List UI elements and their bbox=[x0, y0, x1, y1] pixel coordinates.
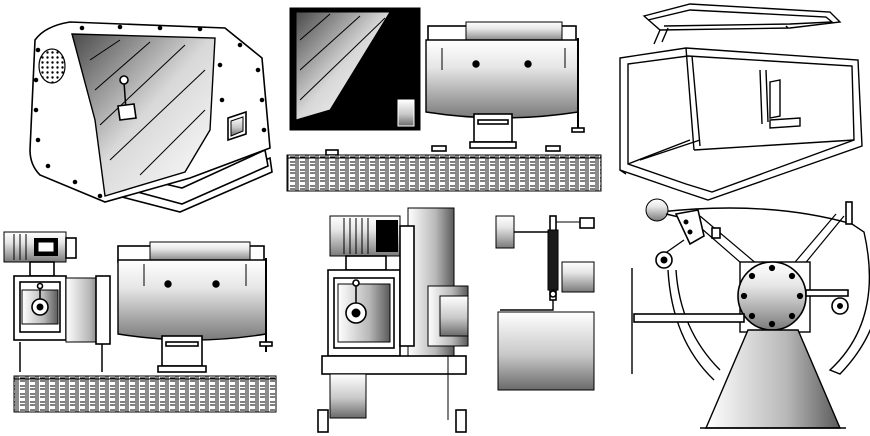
end-view bbox=[317, 207, 469, 433]
iso-housing-view bbox=[29, 21, 273, 213]
iso-frame-view bbox=[619, 3, 863, 201]
drum-view bbox=[631, 198, 870, 429]
front-machine-view bbox=[286, 7, 602, 192]
side-machine-view bbox=[3, 231, 277, 413]
lever-detail-view bbox=[495, 215, 595, 391]
vent-grille-icon bbox=[38, 48, 66, 84]
